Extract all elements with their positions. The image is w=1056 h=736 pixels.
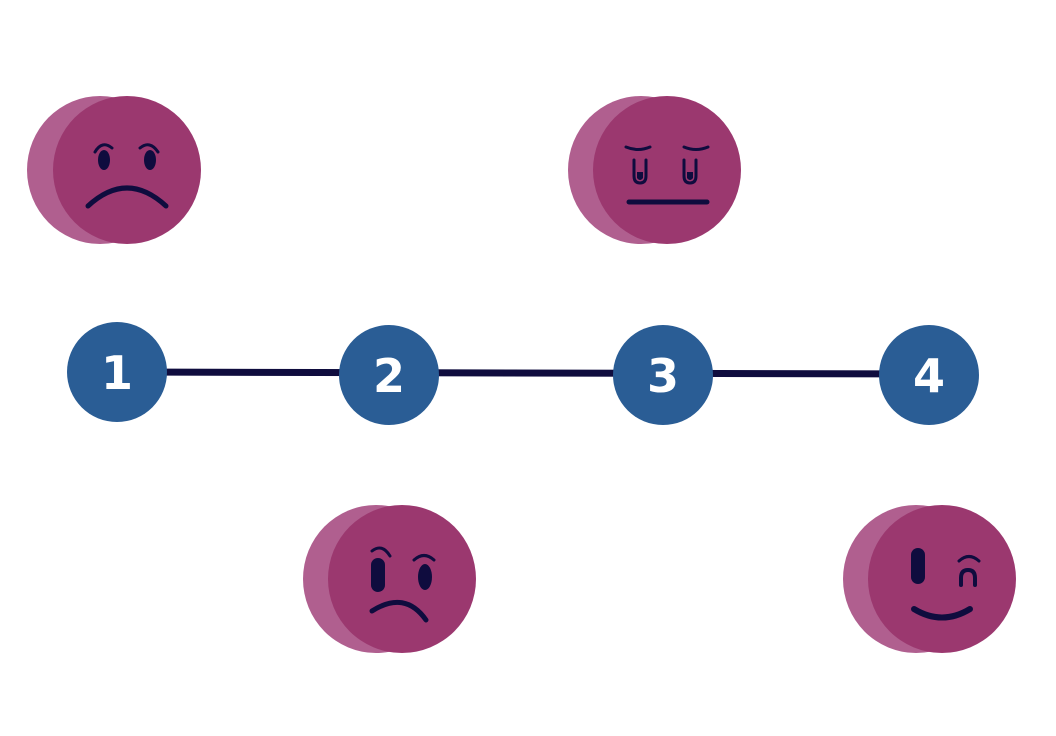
step-marker-2: 2 xyxy=(339,325,439,425)
step-circle xyxy=(879,325,979,425)
face-main xyxy=(328,505,476,653)
face-main xyxy=(593,96,741,244)
step-label: 2 xyxy=(373,349,405,403)
step-label: 3 xyxy=(647,349,679,403)
step-marker-1: 1 xyxy=(67,322,167,422)
step-marker-4: 4 xyxy=(879,325,979,425)
wink-smile-face-icon xyxy=(843,505,1016,653)
step-marker-3: 3 xyxy=(613,325,713,425)
step-label: 4 xyxy=(913,349,945,403)
face-main xyxy=(868,505,1016,653)
step-circle xyxy=(339,325,439,425)
face-main xyxy=(53,96,201,244)
step-circle xyxy=(613,325,713,425)
step-label: 1 xyxy=(101,346,133,400)
angry-face-icon xyxy=(27,96,201,244)
frown-face-icon xyxy=(303,505,476,653)
step-circle xyxy=(67,322,167,422)
neutral-face-icon xyxy=(568,96,741,244)
timeline-connector xyxy=(113,368,933,378)
